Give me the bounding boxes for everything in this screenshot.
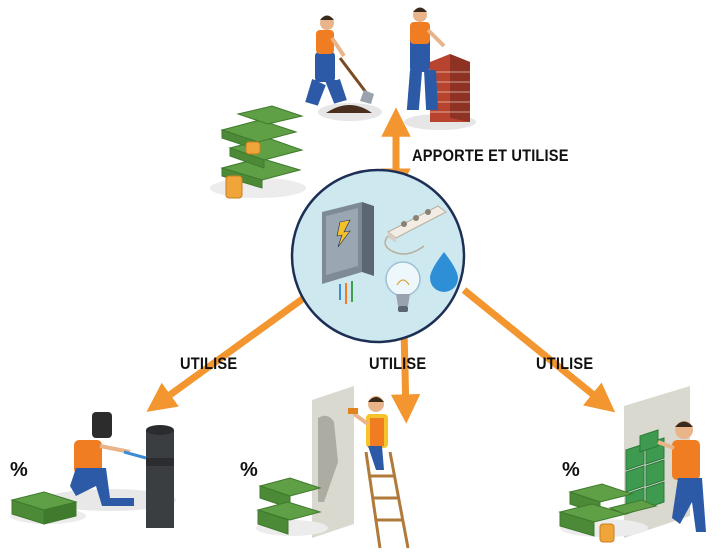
utilities-hub — [290, 168, 466, 344]
light-bulb-icon — [385, 261, 421, 312]
cash-stack-top — [210, 105, 306, 199]
cash-stack-left — [10, 491, 86, 525]
label-top-arrow: APPORTE ET UTILISE — [412, 146, 569, 165]
worker-welder — [44, 412, 176, 528]
electric-panel-icon — [322, 202, 374, 304]
power-strip-icon — [384, 205, 447, 255]
label-left-arrow: UTILISE — [180, 354, 238, 373]
percent-mark-middle: % — [240, 459, 258, 481]
worker-digging — [305, 15, 382, 121]
worker-driller-ladder — [312, 386, 410, 549]
percent-mark-left: % — [10, 459, 28, 481]
water-drop-icon — [430, 252, 458, 292]
arrow-middle — [390, 329, 421, 424]
cash-stack-right — [558, 483, 658, 543]
arrow-left — [146, 292, 311, 412]
cash-stack-middle — [256, 477, 328, 536]
label-right-arrow: UTILISE — [536, 354, 594, 373]
worker-bricklayer — [404, 7, 476, 130]
arrow-right — [461, 287, 616, 413]
worker-tiler — [624, 386, 706, 538]
percent-mark-right: % — [562, 459, 580, 481]
label-middle-arrow: UTILISE — [369, 354, 427, 373]
